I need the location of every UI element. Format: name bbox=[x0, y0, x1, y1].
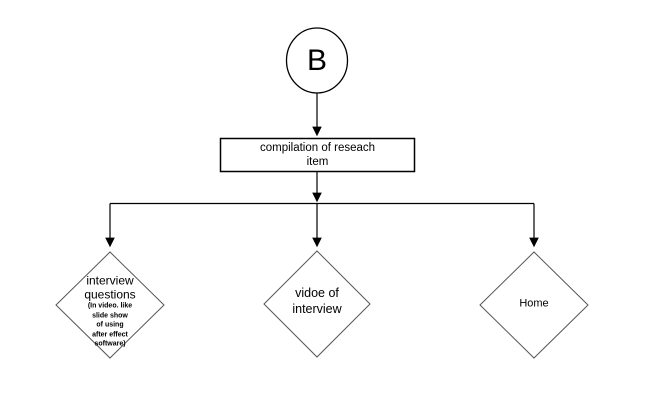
decision-diamond-home bbox=[479, 251, 589, 359]
decision-diamond-interview-questions bbox=[55, 251, 165, 359]
decision-diamond-video-of-interview bbox=[263, 250, 371, 358]
connector-circle-b bbox=[285, 27, 349, 94]
process-box bbox=[219, 137, 416, 173]
